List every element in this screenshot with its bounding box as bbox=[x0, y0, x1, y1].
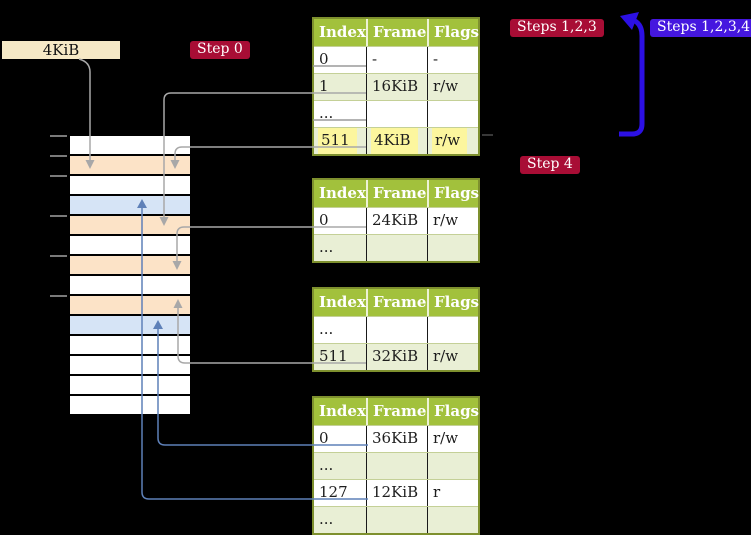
page-table-cell: ... bbox=[319, 456, 334, 474]
page-table-row: ... bbox=[314, 316, 478, 343]
badge-step-4: Step 4 bbox=[520, 156, 580, 174]
page-table-row: ... bbox=[314, 234, 478, 261]
column-header-index: Index bbox=[319, 23, 366, 41]
page-size-label: 4KiB bbox=[2, 41, 120, 59]
page-table-cell: 36KiB bbox=[366, 426, 427, 452]
page-table-cell bbox=[427, 235, 478, 261]
memory-tick bbox=[50, 255, 67, 257]
memory-row-free bbox=[70, 376, 190, 394]
page-table-row: ... bbox=[314, 100, 478, 127]
highlighted-value: 511 bbox=[318, 128, 357, 154]
page-table-cell bbox=[366, 453, 427, 479]
page-table-cell bbox=[366, 101, 427, 127]
memory-row-mapped bbox=[70, 196, 190, 214]
column-header-flags: Flags bbox=[427, 289, 479, 316]
column-header-flags: Flags bbox=[427, 19, 479, 46]
page-table-cell: 1 bbox=[319, 77, 329, 95]
memory-row-free bbox=[70, 356, 190, 374]
page-table-cell bbox=[366, 235, 427, 261]
memory-row-page-table bbox=[70, 156, 190, 174]
badge-steps-1-2-3-4: Steps 1,2,3,4 bbox=[650, 19, 751, 37]
page-table-cell bbox=[427, 317, 478, 343]
column-header-index: Index bbox=[319, 402, 366, 420]
column-header-frame: Frame bbox=[366, 19, 427, 46]
page-table-cell: r/w bbox=[427, 74, 478, 100]
page-table-cell: 16KiB bbox=[366, 74, 427, 100]
memory-tick bbox=[50, 135, 67, 137]
page-table-cell bbox=[427, 453, 478, 479]
column-header-index: Index bbox=[319, 184, 366, 202]
page-table-row: ... bbox=[314, 452, 478, 479]
page-table-cell: 127 bbox=[319, 483, 348, 501]
memory-tick bbox=[50, 215, 67, 217]
memory-row-page-table bbox=[70, 216, 190, 234]
loop-arrowhead bbox=[620, 12, 639, 30]
column-header-frame: Frame bbox=[366, 289, 427, 316]
page-table-cell: r/w bbox=[427, 344, 478, 370]
column-header-frame: Frame bbox=[366, 398, 427, 425]
page-table-cell: - bbox=[366, 47, 427, 73]
page-table-cell: ... bbox=[319, 104, 334, 122]
column-header-flags: Flags bbox=[427, 398, 479, 425]
memory-row-free bbox=[70, 176, 190, 194]
page-table-cell: 4KiB bbox=[366, 128, 427, 154]
page-table-cell: 511 bbox=[319, 347, 348, 365]
memory-tick bbox=[50, 295, 67, 297]
page-table-cell: 32KiB bbox=[366, 344, 427, 370]
memory-row-free bbox=[70, 236, 190, 254]
memory-tick bbox=[50, 175, 67, 177]
memory-row-free bbox=[70, 396, 190, 414]
page-table-cell: r bbox=[427, 480, 478, 506]
page-table-cell bbox=[366, 507, 427, 533]
page-table-cell: 0 bbox=[319, 50, 329, 68]
page-table-row: 511 4KiB r/w bbox=[314, 127, 478, 154]
page-table-cell bbox=[427, 507, 478, 533]
memory-tick bbox=[50, 155, 67, 157]
page-table-cell: 511 bbox=[314, 128, 366, 154]
page-table-cell: r/w bbox=[427, 426, 478, 452]
page-table-cell: r/w bbox=[427, 208, 478, 234]
memory-row-mapped bbox=[70, 316, 190, 334]
badge-steps-1-2-3: Steps 1,2,3 bbox=[510, 19, 604, 37]
memory-row-page-table bbox=[70, 256, 190, 274]
page-table-cell: 0 bbox=[319, 211, 329, 229]
page-table-cell: 0 bbox=[319, 429, 329, 447]
memory-row-free bbox=[70, 336, 190, 354]
column-header-index: Index bbox=[319, 293, 366, 311]
page-table-cell: ... bbox=[319, 320, 334, 338]
recursive-loop-arrow bbox=[619, 12, 645, 137]
page-table-cell bbox=[427, 101, 478, 127]
page-table-cell: - bbox=[427, 47, 478, 73]
page-table-row: 0 -- bbox=[314, 46, 478, 73]
memory-row-page-table bbox=[70, 296, 190, 314]
highlighted-value: 4KiB bbox=[371, 128, 418, 154]
highlighted-value: r/w bbox=[432, 128, 468, 154]
column-header-flags: Flags bbox=[427, 180, 479, 207]
page-table-cell: 24KiB bbox=[366, 208, 427, 234]
memory-row-free bbox=[70, 136, 190, 154]
page-table-cell: 12KiB bbox=[366, 480, 427, 506]
page-table-cell bbox=[366, 317, 427, 343]
page-table-cell: ... bbox=[319, 238, 334, 256]
page-table-row: ... bbox=[314, 506, 478, 533]
badge-step-0: Step 0 bbox=[190, 41, 250, 59]
memory-row-free bbox=[70, 276, 190, 294]
page-table-cell: ... bbox=[319, 510, 334, 528]
column-header-frame: Frame bbox=[366, 180, 427, 207]
page-table-cell: r/w bbox=[427, 128, 478, 154]
physical-memory-column bbox=[70, 136, 190, 416]
